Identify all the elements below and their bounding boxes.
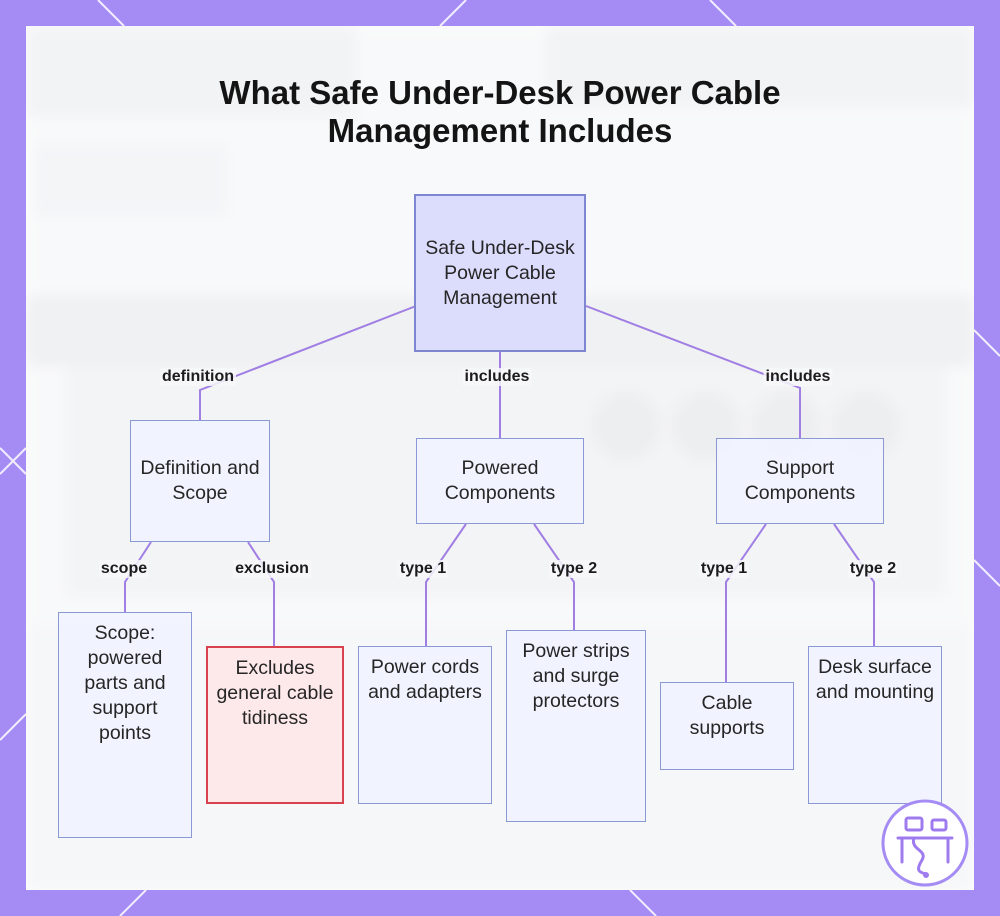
node-support-components-label: Support Components — [744, 457, 856, 504]
node-support-components: Support Components — [716, 438, 884, 524]
desk-cable-logo-icon — [881, 799, 969, 887]
edge-label-includes-powered: includes — [462, 368, 532, 386]
edge-label-type1-powered: type 1 — [397, 560, 449, 578]
edge-support-cables — [725, 523, 767, 682]
diagram-card: What Safe Under-Desk Power Cable Managem… — [26, 26, 974, 890]
node-power-cords-label: Power cords and adapters — [368, 656, 482, 703]
node-power-cords: Power cords and adapters — [358, 646, 492, 804]
edge-powered-cords — [425, 523, 467, 646]
node-desk-surface-label: Desk surface and mounting — [815, 656, 935, 703]
node-definition-scope: Definition and Scope — [130, 420, 270, 542]
node-desk-surface: Desk surface and mounting — [808, 646, 942, 804]
node-root: Safe Under-Desk Power Cable Management — [414, 194, 586, 352]
node-power-strips: Power strips and surge protectors — [506, 630, 646, 822]
edge-label-definition: definition — [160, 368, 236, 386]
edge-label-type2-powered: type 2 — [548, 560, 600, 578]
connector-layer — [124, 305, 875, 682]
edge-definition-scope — [124, 541, 152, 612]
node-powered-components: Powered Components — [416, 438, 584, 524]
edge-label-scope: scope — [98, 560, 150, 578]
node-scope: Scope: powered parts and support points — [58, 612, 192, 838]
edge-support-desk — [833, 523, 875, 646]
edge-definition-exclusion — [247, 541, 275, 646]
edge-root-definition — [199, 305, 417, 420]
node-power-strips-label: Power strips and surge protectors — [522, 640, 630, 712]
node-definition-scope-label: Definition and Scope — [140, 457, 260, 504]
node-cable-supports-label: Cable supports — [689, 692, 765, 739]
node-exclusion: Excludes general cable tidiness — [206, 646, 344, 804]
title-line-2: Management Includes — [327, 112, 673, 149]
node-root-label: Safe Under-Desk Power Cable Management — [425, 236, 575, 309]
diagram-title: What Safe Under-Desk Power Cable Managem… — [26, 74, 974, 150]
title-line-1: What Safe Under-Desk Power Cable — [219, 74, 781, 111]
node-scope-label: Scope: powered parts and support points — [84, 622, 166, 744]
node-powered-components-label: Powered Components — [444, 457, 556, 504]
node-exclusion-label: Excludes general cable tidiness — [216, 657, 334, 729]
edge-label-type2-support: type 2 — [847, 560, 899, 578]
node-cable-supports: Cable supports — [660, 682, 794, 770]
edge-label-includes-support: includes — [763, 368, 833, 386]
edge-root-support — [585, 305, 801, 438]
edge-label-type1-support: type 1 — [698, 560, 750, 578]
edge-label-exclusion: exclusion — [233, 560, 311, 578]
edge-powered-strips — [533, 523, 575, 630]
